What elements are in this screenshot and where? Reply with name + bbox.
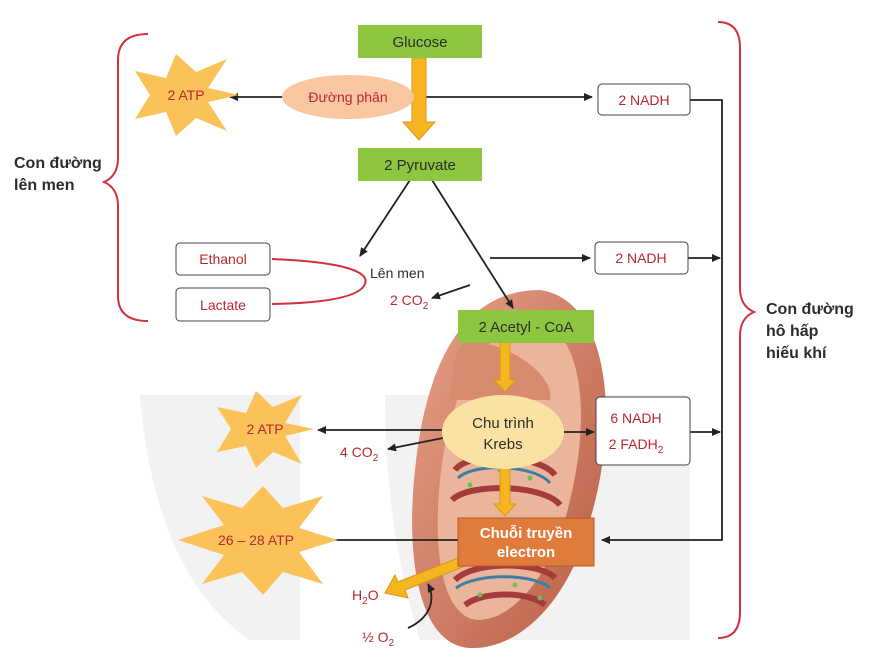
co2-fermentation-label: 2 CO2 [390, 292, 429, 312]
etc-box [457, 517, 595, 567]
aerobic-pathway-label-line3: hiếu khí [766, 345, 827, 362]
main-flow-arrows [384, 57, 518, 599]
water-label: H2O [352, 587, 379, 607]
glucose-box [358, 25, 482, 58]
lactate-box [175, 287, 271, 322]
nadh-krebs-label: 6 NADH [610, 410, 661, 426]
atp-etc-label: 26 – 28 ATP [218, 532, 294, 548]
etc-label-line2: electron [497, 544, 555, 561]
nadh-pyruvate-box [594, 241, 689, 275]
oxygen-label: ½ O2 [362, 629, 394, 649]
fermentation-product-curve [271, 258, 367, 305]
nadh-pyruvate-label: 2 NADH [615, 250, 666, 266]
lactate-label: Lactate [200, 297, 246, 313]
nadh-glycolysis-label: 2 NADH [618, 92, 669, 108]
glycolysis-label: Đường phân [308, 89, 387, 105]
fadh-krebs-label: 2 FADH2 [609, 436, 664, 456]
fermentation-pathway-label-line2: lên men [14, 177, 74, 194]
pyruvate-box [358, 148, 482, 181]
fermentation-label: Lên men [370, 265, 424, 281]
pyruvate-label: 2 Pyruvate [384, 157, 456, 174]
aerobic-pathway-label-line2: hô hấp [766, 323, 819, 340]
atp-krebs-label: 2 ATP [246, 421, 283, 437]
nadh-glycolysis-box [597, 83, 691, 116]
co2-krebs-label: 4 CO2 [340, 444, 379, 464]
fermentation-pathway-label-line1: Con đường [14, 155, 102, 172]
atp-krebs-starburst [217, 391, 314, 468]
krebs-label-line1: Chu trình [472, 415, 534, 432]
ethanol-label: Ethanol [199, 251, 246, 267]
krebs-oval [442, 395, 564, 469]
glucose-label: Glucose [392, 34, 447, 51]
glycolysis-oval [282, 75, 414, 119]
atp-glycolysis-label: 2 ATP [167, 87, 204, 103]
acetyl-coa-label: 2 Acetyl - CoA [478, 319, 573, 336]
atp-glycolysis-starburst [135, 54, 239, 136]
nadh-fadh-krebs-box [595, 396, 691, 466]
fermentation-bracket [101, 33, 149, 322]
krebs-label-line2: Krebs [483, 436, 522, 453]
aerobic-pathway-label-line1: Con đường [766, 301, 854, 318]
atp-etc-starburst [178, 486, 338, 595]
etc-label-line1: Chuỗi truyền [480, 525, 573, 542]
acetyl-coa-box [458, 310, 594, 343]
ethanol-box [175, 242, 271, 276]
aerobic-bracket [717, 21, 757, 639]
